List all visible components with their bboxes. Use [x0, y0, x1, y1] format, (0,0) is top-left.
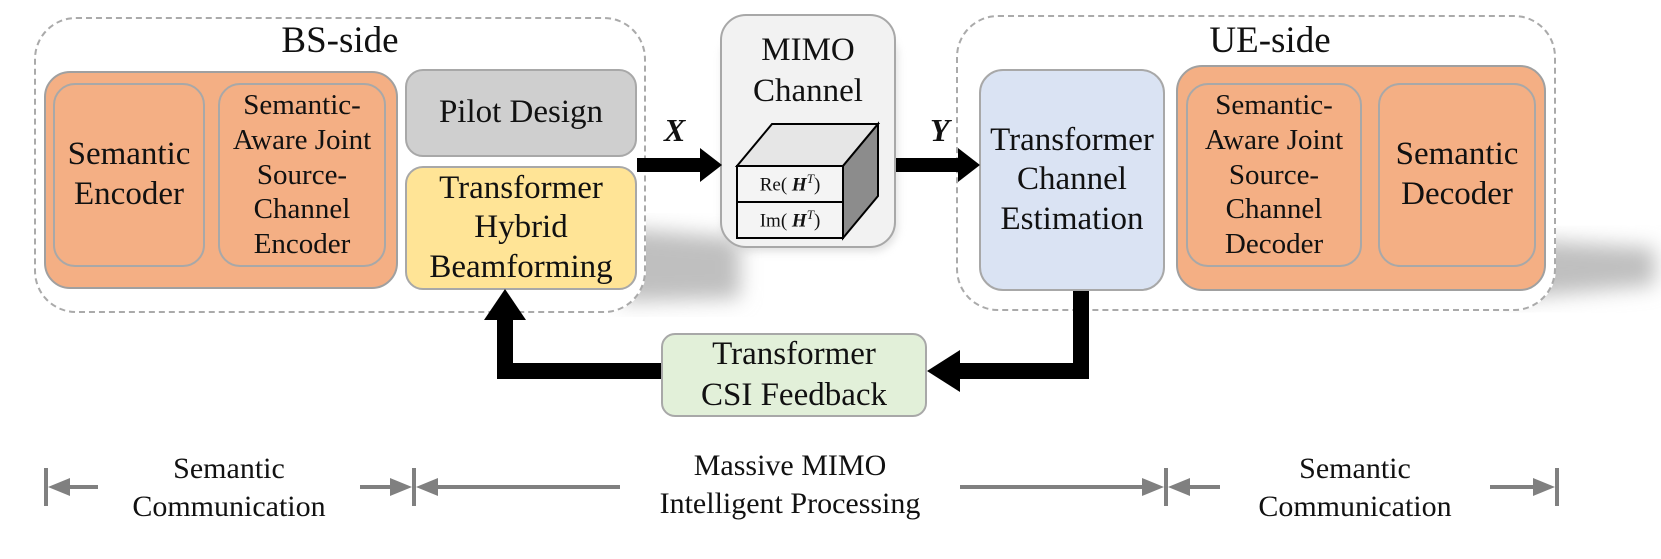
scale-head-4 — [1142, 478, 1164, 496]
jscc-encoder-box: Semantic- Aware Joint Source- Channel En… — [218, 83, 386, 267]
x-signal-label: X — [664, 112, 686, 148]
x-arrow-shaft — [637, 158, 703, 172]
re-h-transpose-label: Re( HT) — [737, 171, 843, 196]
im-superscript: T — [806, 207, 814, 222]
scale-label-right: Semantic Communication — [1258, 452, 1452, 523]
scale-label-left: Semantic Communication — [132, 452, 326, 523]
bs-side-title: BS-side — [281, 20, 399, 61]
scale-head-2 — [390, 478, 412, 496]
re-matrix: H — [791, 174, 807, 196]
csi-feedback-box: Transformer CSI Feedback — [661, 333, 927, 417]
bs-group-shadow — [620, 228, 740, 302]
scale-head-1 — [48, 478, 70, 496]
feedback-left-shaft — [958, 363, 1089, 379]
channel-estimation-box: Transformer Channel Estimation — [979, 69, 1165, 291]
feedback-arrow-head — [927, 350, 960, 392]
beamforming-arrow-head — [484, 289, 526, 320]
scale-head-5 — [1168, 478, 1190, 496]
re-close: ) — [813, 174, 821, 196]
feedback-down-shaft — [1073, 291, 1089, 379]
pilot-design-box: Pilot Design — [405, 69, 637, 157]
jscc-decoder-box: Semantic- Aware Joint Source- Channel De… — [1186, 83, 1362, 267]
semantic-encoder-box: Semantic Encoder — [53, 83, 205, 267]
beamforming-up-shaft — [497, 318, 513, 379]
ue-side-title: UE-side — [1209, 20, 1331, 61]
scale-head-3 — [416, 478, 438, 496]
im-h-transpose-label: Im( HT) — [737, 207, 843, 232]
hybrid-beamforming-box: Transformer Hybrid Beamforming — [405, 166, 637, 290]
re-prefix: Re( — [759, 174, 788, 196]
scale-label-middle: Massive MIMO Intelligent Processing — [659, 449, 921, 520]
cube-front-im — [736, 201, 844, 239]
y-arrow-head — [958, 148, 980, 182]
im-prefix: Im( — [759, 210, 788, 232]
mimo-channel-title: MIMO Channel — [753, 32, 863, 110]
y-arrow-shaft — [896, 158, 960, 172]
re-superscript: T — [806, 171, 814, 186]
im-matrix: H — [791, 210, 807, 232]
im-close: ) — [813, 210, 821, 232]
y-signal-label: Y — [930, 112, 950, 148]
semantic-decoder-box: Semantic Decoder — [1378, 83, 1536, 267]
scale-head-6 — [1533, 478, 1555, 496]
beamforming-left-shaft — [497, 363, 661, 379]
x-arrow-head — [700, 148, 722, 182]
